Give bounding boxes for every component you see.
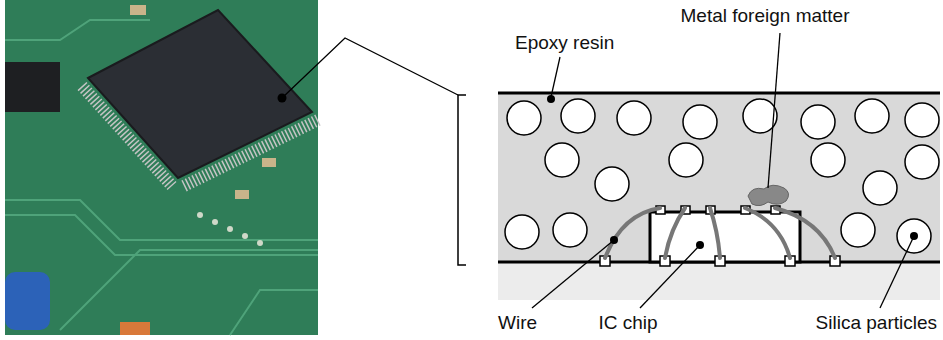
silica-particle <box>801 105 835 139</box>
silica-particle <box>561 99 595 133</box>
bond-wire <box>745 208 790 258</box>
smd-component <box>130 5 146 15</box>
capacitor <box>5 272 50 330</box>
bond-wire <box>710 208 720 258</box>
part-label: IC chip <box>598 312 657 334</box>
silica-particle <box>905 103 939 137</box>
pcb-trace <box>230 290 318 335</box>
silica-particle <box>683 105 717 139</box>
silica-particle <box>863 171 897 205</box>
smd-component <box>120 322 150 335</box>
pcb-trace <box>5 20 150 40</box>
pcb-via <box>197 212 203 218</box>
silica-particle <box>811 143 845 177</box>
pcb-via <box>227 226 233 232</box>
pointer-line <box>282 38 458 98</box>
pcb-trace <box>5 200 318 240</box>
silica-particle <box>897 219 931 253</box>
pcb-via <box>212 219 218 225</box>
leader-dot <box>910 232 918 240</box>
part-label: Wire <box>498 312 537 334</box>
package-top-line <box>498 92 940 95</box>
metal-foreign-matter <box>748 185 789 205</box>
smd-component <box>235 190 249 199</box>
leader-line <box>532 240 614 308</box>
leader-line <box>880 236 914 308</box>
silica-particle <box>905 145 939 179</box>
leader-dot <box>547 95 555 103</box>
part-label: Silica particles <box>816 312 937 334</box>
leader-dot <box>610 236 618 244</box>
silica-particle <box>595 167 629 201</box>
silica-particle <box>505 215 539 249</box>
silica-particle <box>669 143 703 177</box>
part-label: Metal foreign matter <box>681 5 850 27</box>
qfp-chip <box>88 10 312 178</box>
silica-particle <box>617 101 651 135</box>
silica-particle <box>855 99 889 133</box>
pcb-via <box>242 233 248 239</box>
smd-component <box>262 158 276 167</box>
silica-particle <box>553 213 587 247</box>
silica-particle <box>743 99 777 133</box>
silica-particle <box>507 101 541 135</box>
leader-line <box>551 57 560 97</box>
leader-line <box>768 33 780 188</box>
bond-wire <box>665 208 685 258</box>
epoxy-resin <box>498 93 940 262</box>
bond-wire <box>605 208 660 258</box>
smd-component <box>5 62 60 112</box>
leader-line <box>640 245 700 308</box>
pcb-via <box>257 240 263 246</box>
silica-particle <box>545 143 579 177</box>
leader-dot <box>696 241 704 249</box>
pcb-board <box>5 0 318 335</box>
bond-wire <box>775 208 835 258</box>
silica-particle <box>841 213 875 247</box>
section-bracket <box>458 95 466 265</box>
part-label: Epoxy resin <box>515 32 614 54</box>
